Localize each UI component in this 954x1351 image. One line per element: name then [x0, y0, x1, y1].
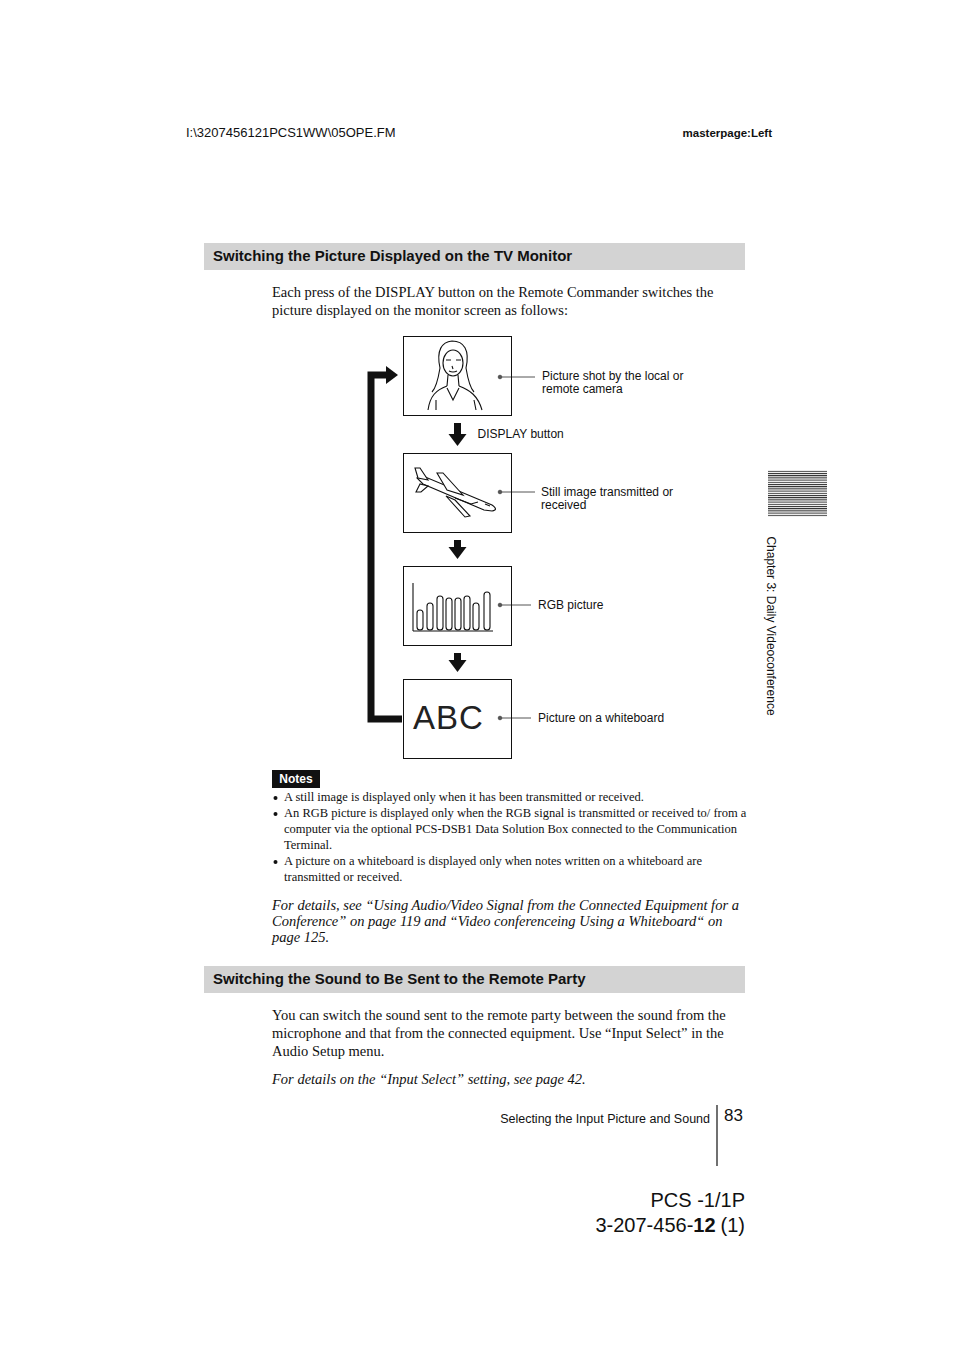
reference-text: For details, see “Using Audio/Video Sign…: [272, 897, 746, 945]
chapter-tab: Chapter 3: Daily Videoconference: [764, 526, 778, 726]
body-text: You can switch the sound sent to the rem…: [272, 1006, 746, 1060]
display-arrow: [371, 366, 402, 719]
callout-label: Picture on a whiteboard: [538, 712, 703, 725]
note-bullets: [274, 796, 278, 864]
reference-text: For details on the “Input Select” settin…: [272, 1071, 746, 1088]
whiteboard-writing: ABC: [413, 700, 503, 736]
part-number-prefix: 3-207-456-: [595, 1214, 693, 1236]
display-arrow: [449, 423, 467, 446]
part-number-revision: 12: [693, 1214, 715, 1236]
bar-chart-illustration: [413, 583, 493, 631]
footer-rule: [716, 1105, 717, 1166]
picture-frame: Picture on a whiteboard: [403, 679, 512, 759]
display-arrow: [449, 653, 467, 672]
callout-label: RGB picture: [538, 599, 703, 612]
note-text: An RGB picture is displayed only when th…: [284, 805, 748, 853]
portrait-illustration: [428, 341, 482, 410]
display-arrow: [449, 540, 467, 559]
page-number: 83: [724, 1106, 764, 1126]
master-page: masterpage:Left: [650, 126, 772, 141]
part-number: 3-207-456-12 (1): [495, 1213, 745, 1237]
note-text: A picture on a whiteboard is displayed o…: [284, 853, 746, 885]
callout-label: Still image transmitted or received: [541, 486, 706, 512]
part-number-suffix: (1): [721, 1214, 745, 1236]
file-path: I:\3207456121PCS1WW\05OPE.FM: [186, 125, 546, 141]
chapter-tab-stripes: [768, 470, 827, 517]
callout-label: Picture shot by the local or remote came…: [542, 370, 707, 396]
note-text: A still image is displayed only when it …: [284, 789, 746, 805]
edge-label: DISPLAY button: [478, 427, 618, 442]
body-text: Each press of the DISPLAY button on the …: [272, 283, 746, 319]
footer-text: Selecting the Input Picture and Sound: [440, 1112, 710, 1127]
picture-frame: Still image transmitted or received: [403, 453, 512, 533]
picture-frame: RGB picture: [403, 566, 512, 646]
notes-tag: Notes: [272, 770, 320, 788]
section-heading: Switching the Picture Displayed on the T…: [213, 247, 733, 265]
section-heading: Switching the Sound to Be Sent to the Re…: [213, 970, 733, 988]
airplane-illustration: [415, 468, 496, 517]
picture-frame: Picture shot by the local or remote came…: [403, 336, 512, 416]
model-number: PCS -1/1P: [545, 1188, 745, 1212]
